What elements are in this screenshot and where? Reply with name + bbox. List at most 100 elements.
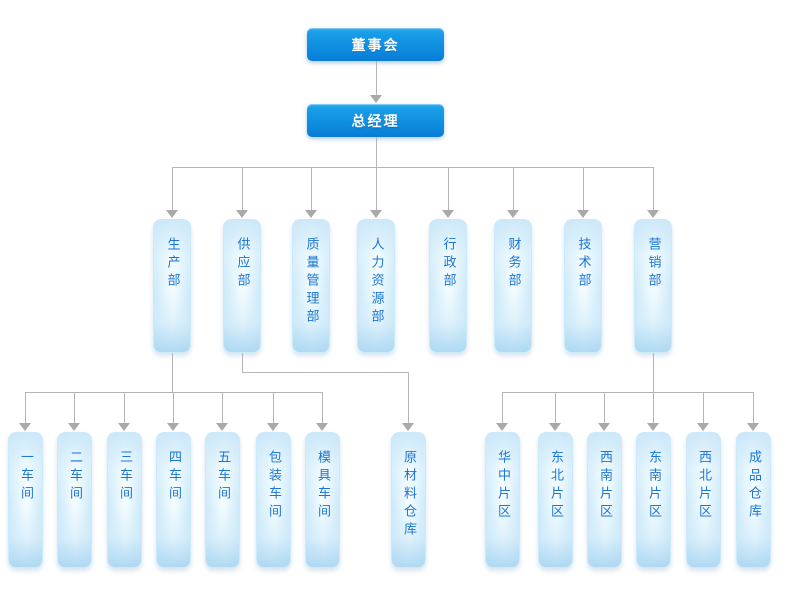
dept-node[interactable]: 财务部 [494, 219, 532, 353]
connector-line [74, 392, 75, 423]
connector-line [242, 372, 408, 373]
dept-node[interactable]: 生产部 [153, 219, 191, 353]
arrow-down-icon [647, 423, 659, 431]
arrow-down-icon [68, 423, 80, 431]
arrow-down-icon [267, 423, 279, 431]
dept-node-label: 生产部 [164, 237, 180, 291]
board-node[interactable]: 董事会 [307, 28, 444, 61]
arrow-down-icon [216, 423, 228, 431]
connector-line [502, 392, 503, 423]
arrow-down-icon [402, 423, 414, 431]
connector-line [242, 167, 243, 210]
marketing-unit-node-label: 西南片区 [597, 450, 612, 522]
dept-node-label: 营销部 [645, 237, 661, 291]
arrow-down-icon [747, 423, 759, 431]
dept-node-label: 供应部 [234, 237, 250, 291]
arrow-down-icon [236, 210, 248, 218]
marketing-unit-node[interactable]: 华中片区 [485, 432, 520, 568]
production-unit-node-label: 一车间 [18, 450, 33, 504]
connector-line [583, 167, 584, 210]
dept-node-label: 质量管理部 [303, 237, 319, 327]
connector-line [173, 392, 174, 423]
connector-line [653, 167, 654, 210]
arrow-down-icon [370, 95, 382, 103]
marketing-unit-node-label: 西北片区 [696, 450, 711, 522]
production-unit-node-label: 三车间 [117, 450, 132, 504]
production-unit-node[interactable]: 五车间 [205, 432, 240, 568]
dept-node[interactable]: 人力资源部 [357, 219, 395, 353]
marketing-unit-node[interactable]: 东北片区 [538, 432, 573, 568]
production-unit-node-label: 模具车间 [315, 450, 330, 522]
connector-line [555, 392, 556, 423]
marketing-unit-node-label: 华中片区 [495, 450, 510, 522]
marketing-unit-node[interactable]: 西北片区 [686, 432, 721, 568]
arrow-down-icon [496, 423, 508, 431]
arrow-down-icon [370, 210, 382, 218]
dept-node-label: 财务部 [505, 237, 521, 291]
marketing-unit-node-label: 成品仓库 [746, 450, 761, 522]
connector-line [124, 392, 125, 423]
board-label: 董事会 [351, 37, 400, 54]
connector-line [513, 167, 514, 210]
arrow-down-icon [305, 210, 317, 218]
arrow-down-icon [442, 210, 454, 218]
dept-node-label: 技术部 [575, 237, 591, 291]
dept-node[interactable]: 技术部 [564, 219, 602, 353]
connector-line [376, 137, 377, 167]
supply-unit-node[interactable]: 原材料仓库 [391, 432, 426, 568]
arrow-down-icon [166, 210, 178, 218]
arrow-down-icon [118, 423, 130, 431]
production-unit-node[interactable]: 三车间 [107, 432, 142, 568]
arrow-down-icon [647, 210, 659, 218]
arrow-down-icon [507, 210, 519, 218]
arrow-down-icon [316, 423, 328, 431]
dept-node[interactable]: 行政部 [429, 219, 467, 353]
general-manager-label: 总经理 [351, 113, 400, 130]
connector-line [502, 392, 753, 393]
connector-line [172, 353, 173, 392]
connector-line [653, 392, 654, 423]
production-unit-node[interactable]: 四车间 [156, 432, 191, 568]
production-unit-node-label: 包装车间 [266, 450, 281, 522]
production-unit-node-label: 五车间 [215, 450, 230, 504]
marketing-unit-node-label: 东北片区 [548, 450, 563, 522]
production-unit-node-label: 四车间 [166, 450, 181, 504]
dept-node[interactable]: 营销部 [634, 219, 672, 353]
connector-line [653, 353, 654, 392]
connector-line [376, 61, 377, 95]
production-unit-node[interactable]: 模具车间 [305, 432, 340, 568]
connector-line [311, 167, 312, 210]
arrow-down-icon [598, 423, 610, 431]
dept-node[interactable]: 质量管理部 [292, 219, 330, 353]
connector-line [322, 392, 323, 423]
connector-line [172, 167, 173, 210]
connector-line [703, 392, 704, 423]
connector-line [273, 392, 274, 423]
marketing-unit-node[interactable]: 东南片区 [636, 432, 671, 568]
connector-line [753, 392, 754, 423]
connector-line [242, 353, 243, 372]
arrow-down-icon [19, 423, 31, 431]
connector-line [448, 167, 449, 210]
connector-line [408, 372, 409, 423]
production-unit-node[interactable]: 二车间 [57, 432, 92, 568]
arrow-down-icon [577, 210, 589, 218]
production-unit-node-label: 二车间 [67, 450, 82, 504]
marketing-unit-node[interactable]: 成品仓库 [736, 432, 771, 568]
production-unit-node[interactable]: 包装车间 [256, 432, 291, 568]
marketing-unit-node[interactable]: 西南片区 [587, 432, 622, 568]
dept-node-label: 人力资源部 [368, 237, 384, 327]
arrow-down-icon [549, 423, 561, 431]
general-manager-node[interactable]: 总经理 [307, 104, 444, 137]
arrow-down-icon [167, 423, 179, 431]
connector-line [25, 392, 26, 423]
dept-node[interactable]: 供应部 [223, 219, 261, 353]
connector-line [172, 167, 653, 168]
connector-line [604, 392, 605, 423]
production-unit-node[interactable]: 一车间 [8, 432, 43, 568]
marketing-unit-node-label: 东南片区 [646, 450, 661, 522]
connector-line [222, 392, 223, 423]
arrow-down-icon [697, 423, 709, 431]
connector-line [376, 167, 377, 210]
